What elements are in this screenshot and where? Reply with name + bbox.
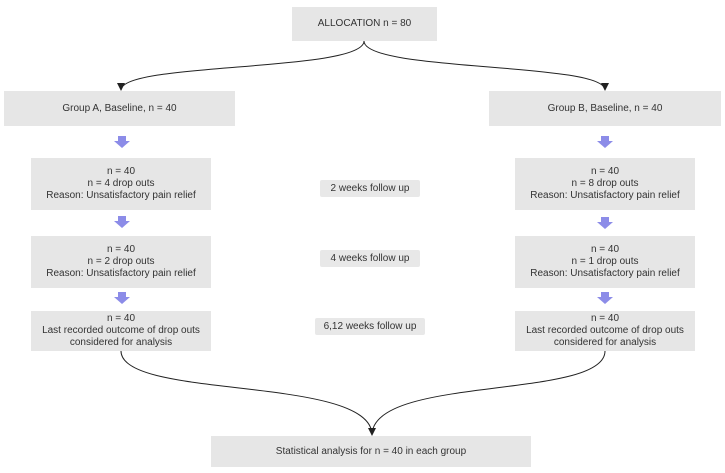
group-b-week2-box: n = 40 n = 8 drop outs Reason: Unsatisfa… [515, 158, 695, 210]
group-b-week4-box: n = 40 n = 1 drop outs Reason: Unsatisfa… [515, 236, 695, 288]
group-a-week2-line-3: Reason: Unsatisfactory pain relief [46, 190, 196, 201]
followup-6-12-weeks-label: 6,12 weeks follow up [315, 318, 425, 335]
group-b-week6-12-box: n = 40 Last recorded outcome of drop out… [515, 311, 695, 351]
group-b-week6-12-line-3: considered for analysis [553, 337, 657, 348]
down-arrow-icon [114, 136, 130, 148]
group-b-week4-line-3: Reason: Unsatisfactory pain relief [530, 268, 680, 279]
allocation-box: ALLOCATION n = 80 [292, 7, 437, 41]
down-arrow-icon [597, 136, 613, 148]
group-a-week6-12-box: n = 40 Last recorded outcome of drop out… [31, 311, 211, 351]
down-arrow-icon [597, 292, 613, 304]
group-b-week2-line-3: Reason: Unsatisfactory pain relief [530, 190, 680, 201]
group-a-week2-line-1: n = 40 [106, 166, 136, 177]
allocation-to-group-b-connector [363, 40, 609, 91]
allocation-label: ALLOCATION n = 80 [317, 18, 412, 29]
group-a-week4-line-3: Reason: Unsatisfactory pain relief [46, 268, 196, 279]
group-b-week4-line-1: n = 40 [590, 244, 620, 255]
group-b-to-analysis-connector [371, 350, 606, 436]
group-a-week6-12-line-2: Last recorded outcome of drop outs [42, 325, 200, 336]
group-a-week6-12-line-3: considered for analysis [69, 337, 173, 348]
group-a-week4-line-1: n = 40 [106, 244, 136, 255]
group-b-week2-line-2: n = 8 drop outs [571, 178, 639, 189]
group-a-baseline-label: Group A, Baseline, n = 40 [62, 102, 177, 114]
group-b-week2-line-1: n = 40 [590, 166, 620, 177]
group-b-week6-12-line-2: Last recorded outcome of drop outs [526, 325, 684, 336]
group-a-baseline-box: Group A, Baseline, n = 40 [4, 91, 235, 126]
analysis-label: Statistical analysis for n = 40 in each … [275, 445, 467, 457]
analysis-box: Statistical analysis for n = 40 in each … [211, 436, 531, 467]
followup-2-weeks-label: 2 weeks follow up [320, 180, 420, 197]
group-a-week2-line-2: n = 4 drop outs [87, 178, 155, 189]
group-b-baseline-box: Group B, Baseline, n = 40 [489, 91, 721, 126]
down-arrow-icon [114, 292, 130, 304]
followup-4-weeks-label: 4 weeks follow up [320, 250, 420, 267]
down-arrow-icon [597, 217, 613, 229]
group-b-baseline-label: Group B, Baseline, n = 40 [547, 102, 663, 114]
group-a-week6-12-line-1: n = 40 [106, 313, 136, 324]
allocation-to-group-a-connector [117, 40, 365, 91]
down-arrow-icon [114, 216, 130, 228]
group-a-week4-line-2: n = 2 drop outs [87, 256, 155, 267]
group-a-week4-box: n = 40 n = 2 drop outs Reason: Unsatisfa… [31, 236, 211, 288]
group-b-week4-line-2: n = 1 drop outs [571, 256, 639, 267]
group-b-week6-12-line-1: n = 40 [590, 313, 620, 324]
group-a-to-analysis-connector [120, 350, 376, 436]
group-a-week2-box: n = 40 n = 4 drop outs Reason: Unsatisfa… [31, 158, 211, 210]
